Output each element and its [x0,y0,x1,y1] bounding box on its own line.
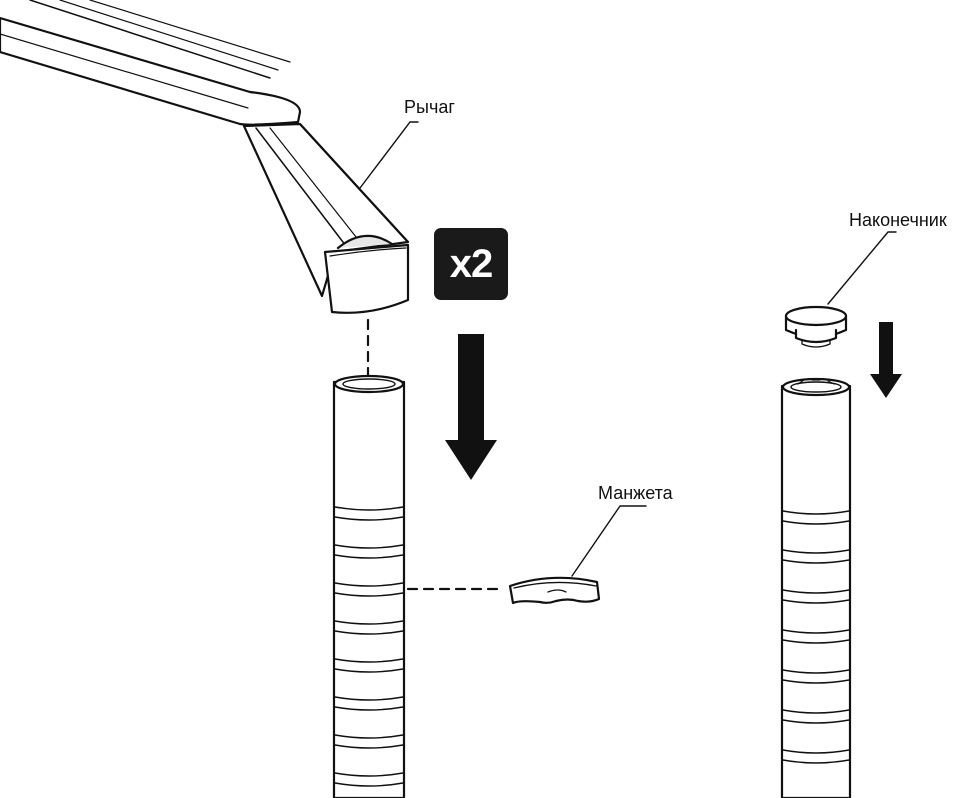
quantity-badge: x2 [434,228,508,300]
leader-line-cuff [571,505,647,577]
cuff-part [508,576,601,605]
label-lever: Рычаг [404,97,455,117]
label-cuff: Манжета [598,483,673,503]
lever-bracket [0,0,410,314]
leader-line-cap [827,231,897,305]
arrow-down-icon [445,334,497,480]
leader-line-lever [359,121,419,189]
pole-left [332,374,406,798]
quantity-text: x2 [449,241,493,286]
pole-right [780,377,852,798]
cap-part [784,305,848,348]
label-cap: Наконечник [849,210,947,230]
arrow-down-icon [870,322,902,398]
